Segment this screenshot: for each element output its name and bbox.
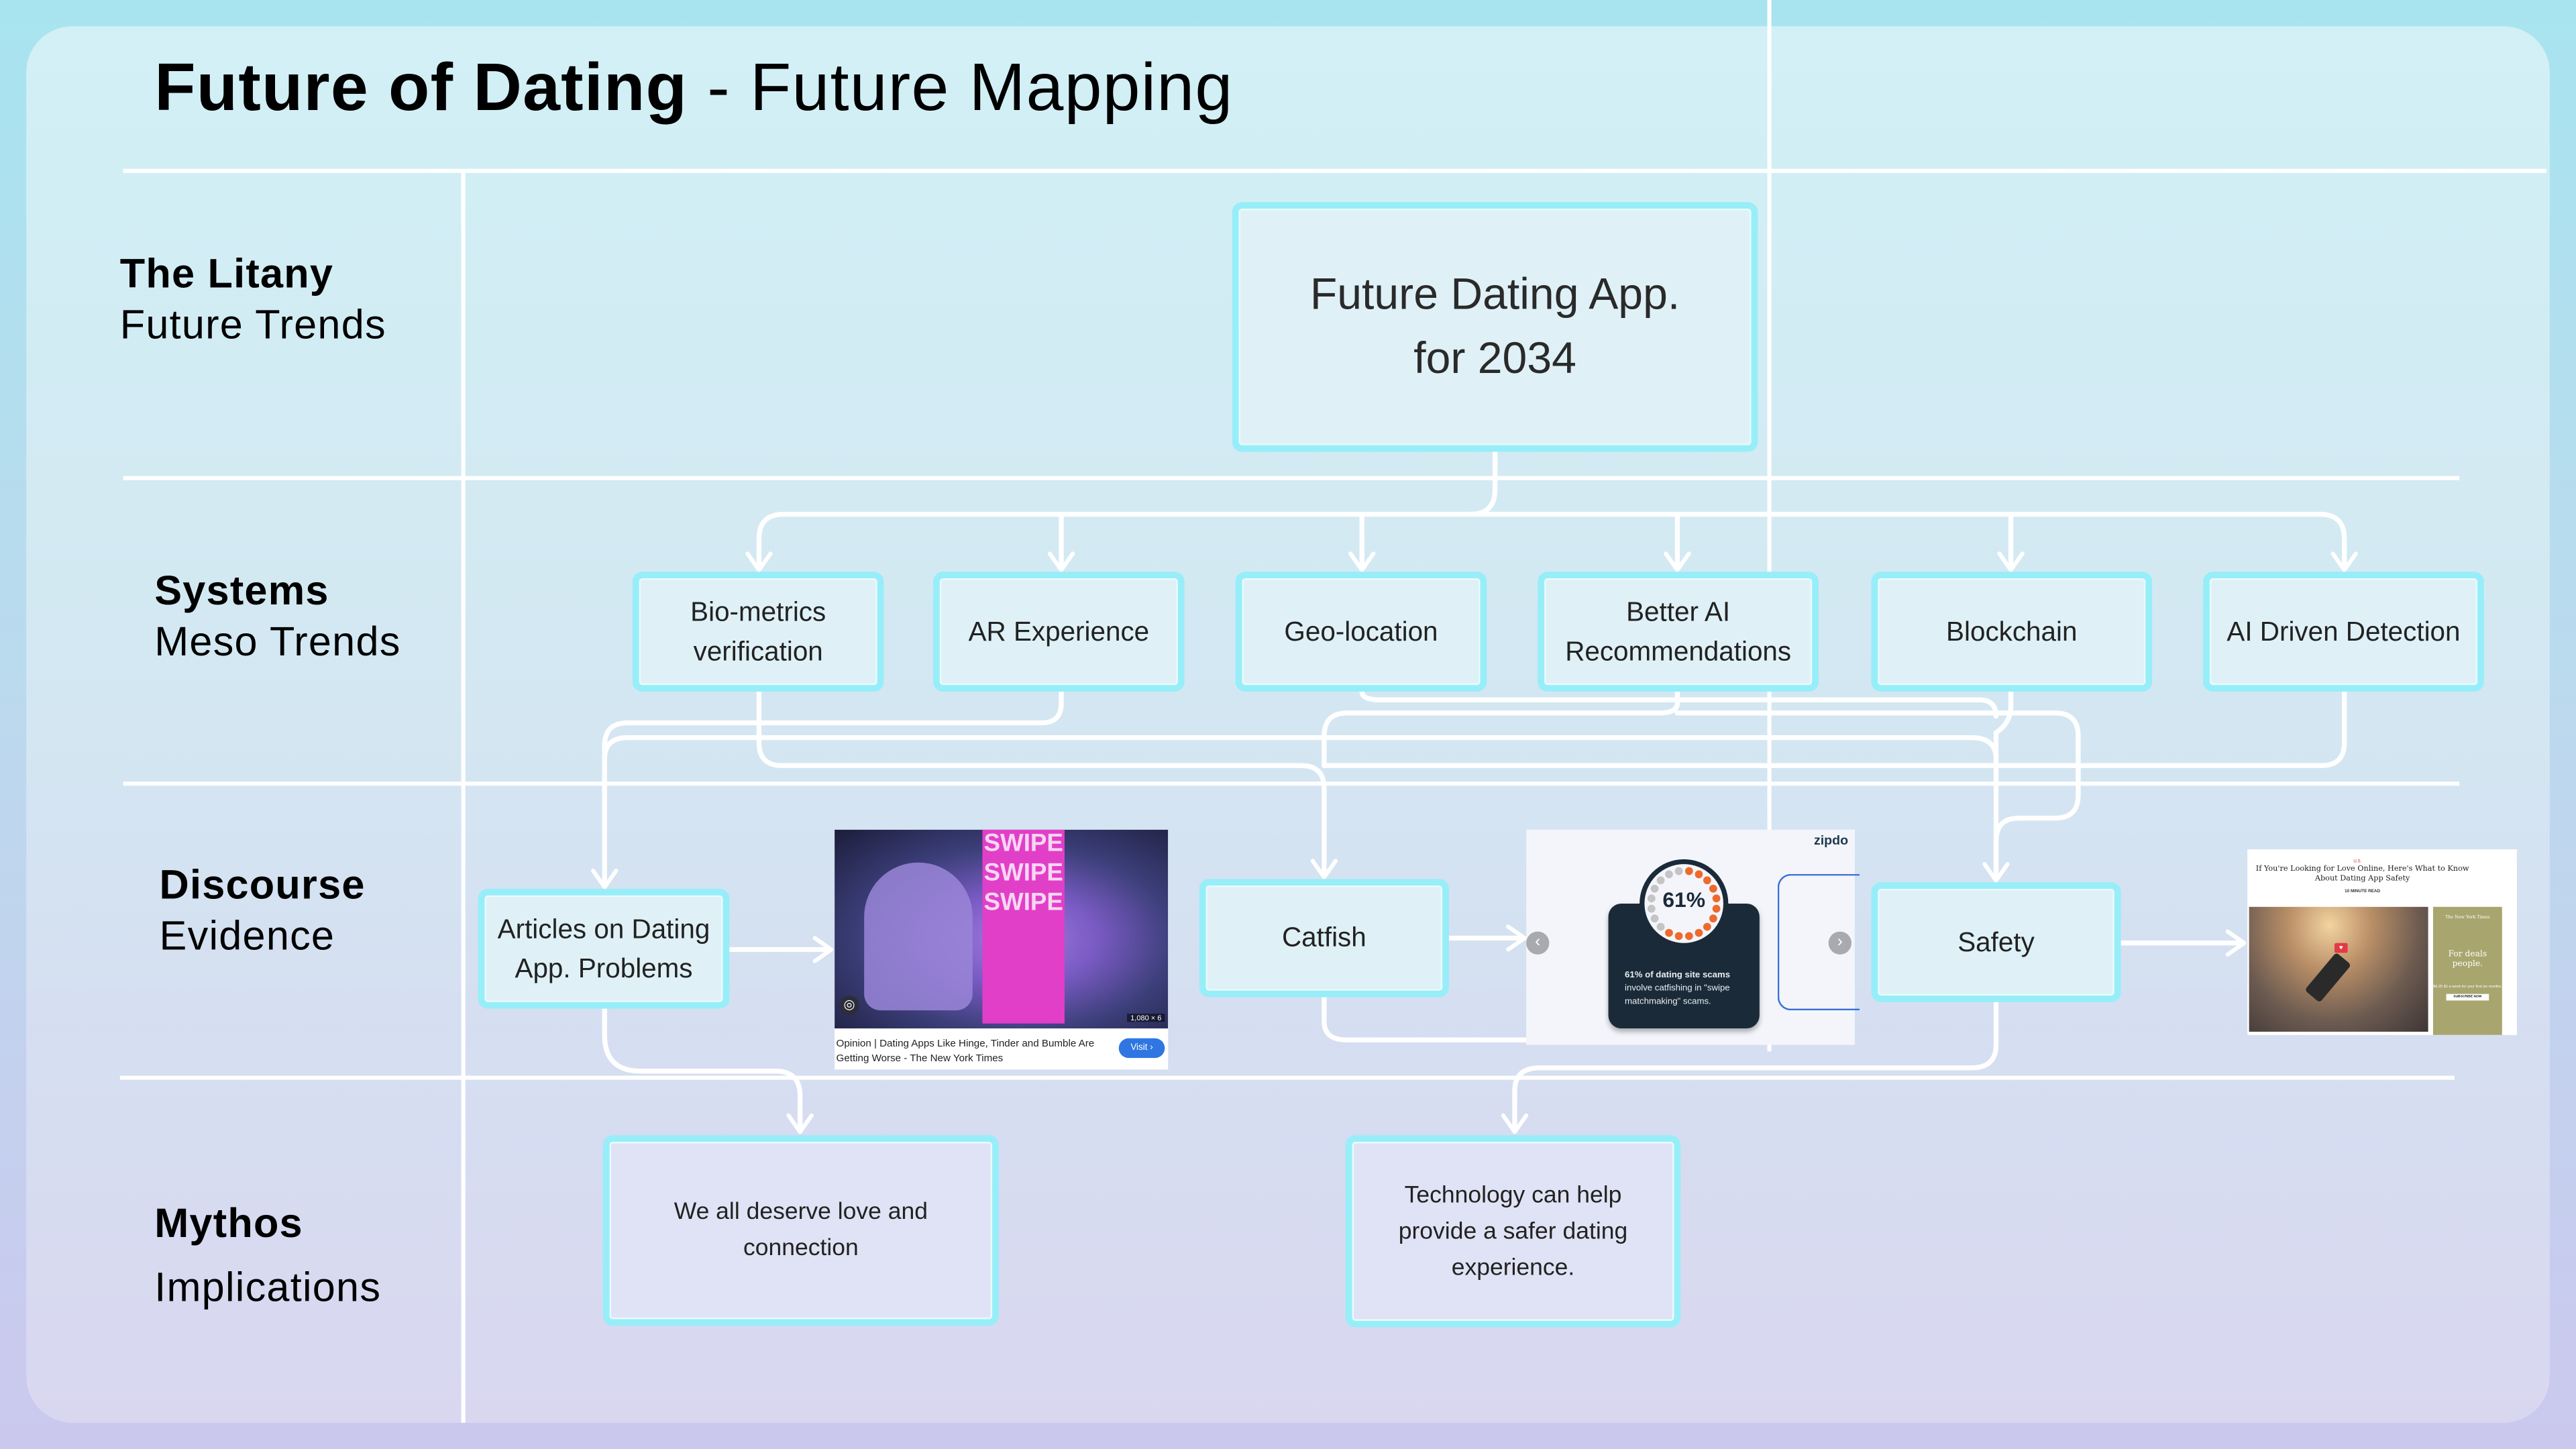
box-label: AR Experience [968, 616, 1150, 647]
lens-icon[interactable]: ◎ [839, 996, 859, 1016]
percent-value: 61% [1662, 887, 1706, 912]
ring-dot-empty [1650, 914, 1659, 923]
chevron-right-icon[interactable]: › [1828, 931, 1852, 955]
ad-price: $6.25 $1 a week for your first six month… [2433, 985, 2502, 989]
row-subtitle: Future Trends [119, 302, 386, 349]
row-title: Discourse [159, 862, 366, 909]
litany-box[interactable]: Future Dating App. for 2034 [1232, 202, 1758, 452]
evidence-box-catfish[interactable]: Catfish [1199, 879, 1450, 998]
systems-box-ar[interactable]: AR Experience [933, 572, 1185, 692]
systems-box-better-ai[interactable]: Better AI Recommendations [1538, 572, 1819, 692]
systems-box-blockchain[interactable]: Blockchain [1871, 572, 2153, 692]
box-label: Future Dating App. for 2034 [1309, 269, 1680, 383]
read-time: 10 MINUTE READ [2345, 888, 2381, 894]
article-section: U.S. [2353, 859, 2362, 865]
ring-dot-filled [1712, 894, 1721, 903]
ring-dot-filled [1684, 867, 1693, 875]
ring-dot-empty [1647, 904, 1656, 913]
mythos-box-technology[interactable]: Technology can help provide a safer dati… [1345, 1135, 1681, 1328]
stat-text: 61% of dating site scams involve catfish… [1625, 971, 1760, 1009]
title-bold: Future of Dating [154, 49, 688, 125]
box-label: Technology can help provide a safer dati… [1398, 1182, 1628, 1281]
ring-dot-filled [1695, 870, 1703, 879]
phone-shape [2304, 952, 2352, 1003]
ring-dot-filled [1709, 914, 1717, 923]
nyt-article-image[interactable]: SWIPE SWIPE SWIPE ◎ 1,080 × 6 Opinion | … [835, 829, 1169, 1070]
zipdo-stat-card: zipdo 61% 61% of dating site scams invol… [1526, 829, 1860, 1045]
box-label: We all deserve love and connection [674, 1199, 928, 1262]
row-subtitle: Meso Trends [154, 619, 401, 665]
box-label: Articles on Dating App. Problems [497, 914, 710, 983]
systems-box-biometrics[interactable]: Bio-metrics verification [632, 572, 884, 692]
article-caption: Opinion | Dating Apps Like Hinge, Tinder… [836, 1038, 1095, 1065]
title-rest: - Future Mapping [688, 49, 1234, 125]
ring-dot-empty [1650, 884, 1659, 893]
stat-rest: involve catfishing in "swipe matchmaking… [1625, 983, 1730, 1007]
zipdo-logo: zipdo [1813, 833, 1849, 848]
figure-illustration [864, 862, 973, 1011]
heart-icon: ♥ [2334, 943, 2348, 953]
box-label: Catfish [1281, 923, 1366, 953]
systems-box-geolocation[interactable]: Geo-location [1235, 572, 1487, 692]
evidence-box-articles[interactable]: Articles on Dating App. Problems [478, 888, 730, 1009]
stat-bold: 61% of dating site scams [1625, 971, 1731, 981]
ring-dot-empty [1656, 876, 1665, 885]
mythos-box-love[interactable]: We all deserve love and connection [602, 1135, 999, 1326]
image-dimensions: 1,080 × 6 [1127, 1014, 1165, 1022]
ring-dot-filled [1703, 876, 1711, 885]
ring-dot-filled [1709, 884, 1717, 893]
box-label: Geo-location [1284, 616, 1438, 647]
row-title: Mythos [154, 1201, 303, 1247]
arrowheads [591, 551, 2358, 1134]
visit-button[interactable]: Visit › [1118, 1038, 1165, 1059]
evidence-box-safety[interactable]: Safety [1871, 882, 2121, 1002]
ring-dot-empty [1656, 922, 1665, 931]
ring-dot-filled [1684, 932, 1693, 941]
box-label: Bio-metrics verification [690, 597, 826, 667]
subscribe-button[interactable]: SUBSCRIBE NOW [2446, 994, 2489, 1001]
row-title: The Litany [119, 251, 334, 298]
swipe-poster: SWIPE SWIPE SWIPE [982, 829, 1065, 1024]
ring-dot-filled [1665, 928, 1673, 937]
connectors [602, 449, 2347, 1133]
ring-dot-filled [1712, 904, 1721, 913]
grid-lines [119, 0, 2546, 1423]
row-subtitle: Evidence [159, 913, 335, 960]
row-subtitle: Implications [154, 1265, 382, 1311]
ring-dot-filled [1695, 928, 1703, 937]
percent-ring [1640, 859, 1729, 949]
box-label: Better AI Recommendations [1565, 597, 1792, 667]
illustration: SWIPE SWIPE SWIPE ◎ 1,080 × 6 [835, 829, 1169, 1029]
chevron-left-icon[interactable]: ‹ [1526, 931, 1550, 955]
box-label: Blockchain [1946, 616, 2078, 647]
box-label: AI Driven Detection [2226, 616, 2461, 647]
nyt-ad: The New York Times For deals people. $6.… [2432, 906, 2502, 1035]
ad-brand: The New York Times [2445, 915, 2490, 920]
ad-text: For deals people. [2448, 949, 2487, 969]
box-label: Safety [1957, 927, 2035, 957]
page-title: Future of Dating - Future Mapping [154, 49, 1233, 126]
ring-dot-empty [1665, 870, 1673, 879]
systems-box-ai-detection[interactable]: AI Driven Detection [2203, 572, 2484, 692]
ring-dot-filled [1674, 932, 1683, 941]
ring-dot-filled [1703, 922, 1711, 931]
next-card-outline [1777, 873, 1860, 1011]
ring-dot-empty [1647, 894, 1656, 903]
article-headline: If You're Looking for Love Online, Here'… [2255, 865, 2469, 884]
phone-photo: ♥ [2249, 906, 2428, 1032]
ring-dot-empty [1674, 867, 1683, 875]
safety-article-image[interactable]: U.S. If You're Looking for Love Online, … [2247, 849, 2517, 1035]
row-title: Systems [154, 568, 329, 614]
